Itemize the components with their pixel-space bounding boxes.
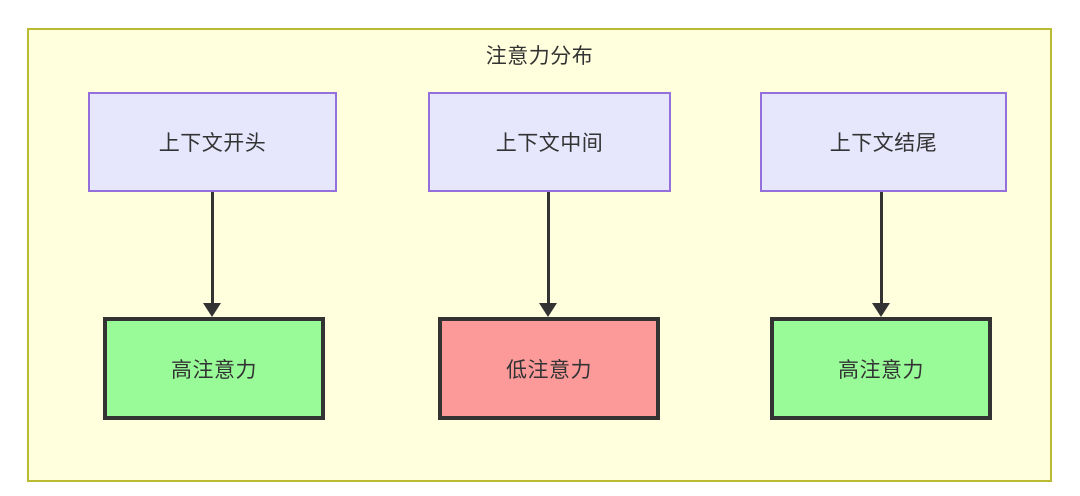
edge-arrowhead-end-to-high xyxy=(872,303,890,317)
node-context-start[interactable]: 上下文开头 xyxy=(88,92,337,192)
node-context-end-label: 上下文结尾 xyxy=(829,132,938,155)
node-high-attention-start[interactable]: 高注意力 xyxy=(103,317,325,420)
node-context-middle-label: 上下文中间 xyxy=(495,132,604,155)
node-high-attention-end-label: 高注意力 xyxy=(838,358,924,382)
node-context-middle[interactable]: 上下文中间 xyxy=(428,92,671,192)
node-high-attention-start-label: 高注意力 xyxy=(171,358,257,382)
node-context-start-label: 上下文开头 xyxy=(158,132,267,155)
node-low-attention-middle-label: 低注意力 xyxy=(506,358,592,382)
node-high-attention-end[interactable]: 高注意力 xyxy=(770,317,992,420)
subgraph-title: 注意力分布 xyxy=(485,45,594,68)
edge-arrowhead-start-to-high xyxy=(203,303,221,317)
edge-line-middle-to-low xyxy=(547,192,550,305)
node-context-end[interactable]: 上下文结尾 xyxy=(760,92,1007,192)
edge-line-start-to-high xyxy=(211,192,214,305)
edge-line-end-to-high xyxy=(880,192,883,305)
node-low-attention-middle[interactable]: 低注意力 xyxy=(438,317,660,420)
edge-arrowhead-middle-to-low xyxy=(539,303,557,317)
